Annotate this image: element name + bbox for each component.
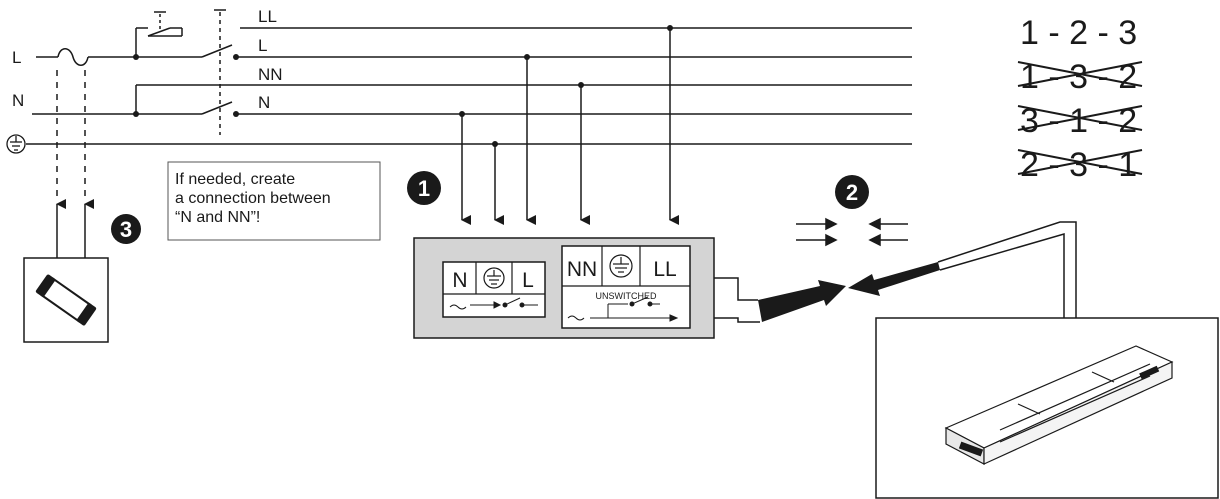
terminal-ll: LL — [653, 258, 676, 281]
label-nn: NN — [258, 65, 283, 84]
terminal-group-unswitched — [561, 245, 691, 329]
label-n: N — [258, 93, 270, 112]
driver-cable — [937, 221, 1077, 318]
junction-dots — [133, 25, 673, 147]
badge-three — [111, 214, 141, 244]
label-l: L — [258, 36, 267, 55]
sequence-crossed-3: 2 - 3 - 1 — [1020, 146, 1137, 184]
sequence-crossed-2: 3 - 1 - 2 — [1020, 102, 1137, 140]
switch-block — [135, 9, 233, 135]
note-box — [167, 161, 381, 241]
label-ll: LL — [258, 7, 277, 26]
badge-one-number: 1 — [418, 176, 430, 201]
fuse-connection — [56, 70, 94, 258]
output-cable — [714, 277, 760, 323]
unswitched-label: UNSWITCHED — [596, 291, 657, 301]
connector-arrow-icon — [758, 280, 846, 322]
terminal-earth-icon-2 — [609, 254, 633, 278]
luminaire-driver-icon — [944, 345, 1174, 465]
badge-two — [835, 175, 869, 209]
badge-two-number: 2 — [846, 180, 858, 205]
terminal-n: N — [452, 269, 467, 292]
connector-arrow-icon-right — [848, 262, 940, 296]
badge-three-number: 3 — [120, 217, 132, 242]
fuse-icon — [35, 274, 97, 326]
note-line-3: “N and NN”! — [175, 209, 260, 226]
note-line-2: a connection between — [175, 190, 331, 207]
badge-one — [407, 171, 441, 205]
phase-sequences: 1 - 2 - 3 1 - 3 - 2 3 - 1 - 2 2 - 3 - 1 — [1020, 14, 1137, 184]
terminal-earth-icon — [483, 267, 505, 289]
connection-symbol — [796, 217, 908, 247]
label-left-l: L — [12, 48, 21, 67]
switch-icon-unswitched — [567, 296, 679, 322]
sequence-crossed-1: 1 - 3 - 2 — [1020, 58, 1137, 96]
label-left-n: N — [12, 91, 24, 110]
terminal-nn: NN — [567, 258, 597, 281]
sequence-ok: 1 - 2 - 3 — [1020, 14, 1137, 52]
earth-ground-icon — [6, 134, 26, 154]
switch-icon — [449, 297, 538, 310]
fuse-symbol — [57, 48, 89, 66]
note-line-1: If needed, create — [175, 171, 295, 188]
terminal-l: L — [522, 269, 534, 292]
terminal-drops — [461, 28, 679, 225]
cross-marks — [1017, 61, 1143, 175]
bus-lines — [26, 27, 912, 145]
